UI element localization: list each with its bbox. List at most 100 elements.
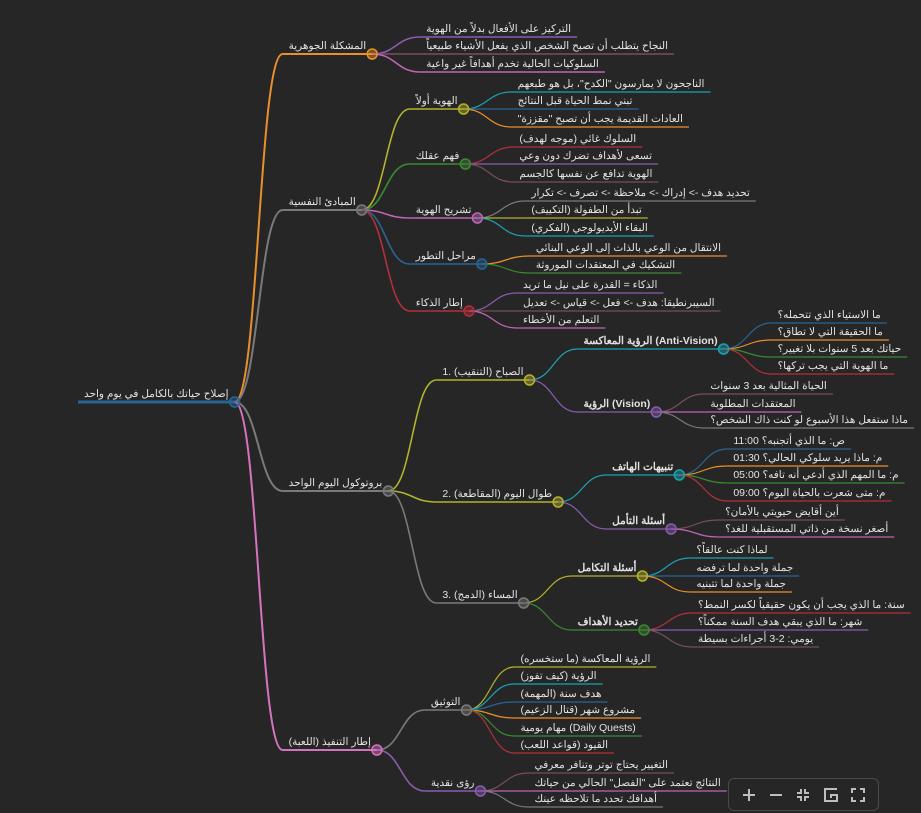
mindmap-leaf-node[interactable]: أصغر نسخة من ذاتي المستقبلية للغد؟ (719, 521, 895, 538)
collapse-toggle[interactable] (636, 570, 649, 582)
mindmap-branch-node[interactable]: الرؤية (Vision) (577, 398, 663, 418)
collapse-toggle[interactable] (228, 396, 241, 408)
collapse-toggle[interactable] (463, 305, 475, 317)
mindmap-leaf-node[interactable]: الذكاء = القدرة على نيل ما تريد (516, 279, 664, 294)
mindmap-leaf-node[interactable]: حياتك بعد 5 سنوات بلا تغيير؟ (771, 343, 908, 358)
mindmap-leaf-node[interactable]: شهر: ما الذي يبقي هدف السنة ممكناً؟ (691, 613, 869, 631)
mindmap-leaf-node[interactable]: القيود (قواعد اللعب) (514, 739, 615, 754)
mindmap-branch-node[interactable]: الهوية أولاً (409, 92, 470, 115)
collapse-toggle[interactable] (474, 785, 487, 797)
node-link (656, 411, 705, 429)
node-link (468, 292, 517, 312)
node-label: إطار التنفيذ (اللعبة) (289, 736, 371, 748)
mindmap-leaf-node[interactable]: السلوكيات الحالية تخدم أهدافاً غير واعية (420, 55, 605, 73)
mindmap-branch-node[interactable]: الرؤية المعاكسة (Anti-Vision) (577, 335, 730, 355)
mindmap-leaf-node[interactable]: جملة واحدة لما تتبنيه (690, 578, 793, 593)
mindmap-leaf-node[interactable]: 05:00 م: ما المهم الذي أدعي أنه تافه؟ (727, 467, 905, 484)
mindmap-leaf-node[interactable]: ما الاستياء الذي تتحمله؟ (771, 309, 887, 324)
mindmap-branch-node[interactable]: إطار الذكاء (409, 297, 475, 317)
mindmap-branch-node[interactable]: 3. المساء (الدمج) (436, 589, 530, 609)
mindmap-leaf-node[interactable]: مهام يومية (Daily Quests) (514, 722, 642, 737)
mindmap-branch-node[interactable]: مراحل التطور (409, 250, 488, 270)
mindmap-leaf-node[interactable]: الانتقال من الوعي بالذات إلى الوعي البنا… (529, 242, 728, 257)
node-link (388, 490, 437, 503)
mindmap-leaf-node[interactable]: النتائج تعتمد على "الفصل" الحالي من حيات… (528, 777, 727, 792)
mindmap-leaf-node[interactable]: "العادات القديمة يجب أن تصبح "مقززة (511, 111, 689, 128)
mindmap-branch-node[interactable]: رؤى نقدية (424, 777, 487, 797)
mindmap-branch-node[interactable]: التوثيق (424, 696, 473, 716)
mindmap-leaf-node[interactable]: التركيز على الأفعال بدلاً من الهوية (420, 20, 578, 38)
mindmap-leaf-node[interactable]: مشروع شهر (قتال الزعيم) (514, 704, 642, 719)
mindmap-leaf-node[interactable]: الرؤية (كيف تفوز) (514, 670, 603, 685)
mindmap-leaf-node[interactable]: الهوية تدافع عن نفسها كالجسم (513, 168, 659, 183)
mindmap-branch-node[interactable]: تنبيهات الهاتف (606, 461, 686, 481)
mindmap-leaf-node[interactable]: 01:30 م: ماذا يريد سلوكي الحالي؟ (727, 452, 889, 467)
mindmap-branch-node[interactable]: بروتوكول اليوم الواحد (282, 477, 395, 497)
node-label: تحديد الأهداف (578, 614, 638, 628)
mindmap-leaf-node[interactable]: تبني نمط الحياة قبل النتائج (511, 95, 639, 110)
mindmap-leaf-node[interactable]: البقاء الأيديولوجي (الفكري) (525, 220, 654, 237)
zoom-in-button[interactable] (738, 784, 760, 806)
mindmap-branch-node[interactable]: إطار التنفيذ (اللعبة) (282, 736, 383, 756)
mindmap-leaf-node[interactable]: أهدافك تحدد ما تلاحظه عينك (528, 791, 663, 808)
mindmap-leaf-node[interactable]: سنة: ما الذي يجب أن يكون حقيقياً لكسر ال… (691, 596, 911, 614)
mindmap-leaf-node[interactable]: النجاح يتطلب أن تصبح الشخص الذي يفعل الأ… (420, 37, 675, 55)
mindmap-branch-node[interactable]: 1. الصباح (التنقيب) (436, 366, 536, 386)
collapse-toggle[interactable] (356, 204, 368, 216)
mindmap-leaf-node[interactable]: أين أقايض حيويتي بالأمان؟ (719, 504, 845, 521)
mindmap-leaf-node[interactable]: يومي: 2-3 أجراءات بسيطة (691, 631, 820, 648)
collapse-toggle[interactable] (552, 496, 564, 508)
collapse-toggle[interactable] (382, 485, 395, 497)
mindmap-branch-node[interactable]: تحديد الأهداف (571, 614, 650, 636)
mindmap-branch-node[interactable]: أسئلة التأمل (606, 513, 677, 535)
mindmap-branch-node[interactable]: تشريح الهوية (409, 204, 484, 224)
mindmap-branch-node[interactable]: فهم عقلك (409, 150, 472, 170)
mindmap-leaf-node[interactable]: السيبرنطيقا: هدف -> فعل -> قياس -> تعديل (516, 297, 721, 312)
collapse-toggle[interactable] (638, 624, 650, 636)
fit-view-button[interactable] (792, 784, 814, 806)
mindmap-leaf-node[interactable]: الرؤية المعاكسة (ما ستخسره) (514, 653, 657, 668)
mindmap-leaf-node[interactable]: تبدأ من الطفولة (التكييف) (525, 202, 648, 219)
mindmap-leaf-node[interactable]: هدف سنة (المهمة) (514, 688, 608, 703)
zoom-out-button[interactable] (765, 784, 787, 806)
mindmap-leaf-node[interactable]: ما الهوية التي يجب تركها؟ (771, 360, 895, 375)
collapse-toggle[interactable] (366, 48, 378, 60)
mindmap-leaf-node[interactable]: ماذا ستفعل هذا الأسبوع لو كنت ذاك الشخص؟ (704, 412, 915, 429)
mindmap-branch-node[interactable]: أسئلة التكامل (571, 560, 649, 582)
fullscreen-button[interactable] (847, 784, 869, 806)
collapse-toggle[interactable] (471, 212, 484, 224)
mindmap-branch-node[interactable]: 2. طوال اليوم (المقاطعة) (436, 488, 564, 508)
markmap-logo-button[interactable] (820, 784, 842, 806)
mindmap-branch-node[interactable]: المبادئ النفسية (282, 196, 368, 216)
collapse-toggle[interactable] (650, 406, 663, 418)
mindmap-leaf-node[interactable]: التعلم من الأخطاء (516, 312, 606, 329)
collapse-toggle[interactable] (459, 158, 472, 170)
mindmap-leaf-node[interactable]: التشكيك في المعتقدات الموروثة (529, 259, 682, 274)
node-link (234, 401, 284, 751)
mindmap-leaf-node[interactable]: تسعى لأهداف تضرك دون وعي (513, 148, 659, 165)
collapse-toggle[interactable] (371, 744, 383, 756)
node-label: التركيز على الأفعال بدلاً من الهوية (426, 20, 571, 35)
mindmap-leaf-node[interactable]: جملة واحدة لما ترفضه (690, 562, 800, 577)
collapse-toggle[interactable] (717, 343, 730, 355)
mindmap-leaf-node[interactable]: تحديد هدف -> إدراك -> ملاحظة -> تصرف -> … (525, 187, 756, 202)
mindmap-branch-node[interactable]: المشكلة الجوهرية (282, 40, 378, 60)
mindmap-leaf-node[interactable]: لماذا كنت عالقاً؟ (690, 541, 774, 559)
collapse-toggle[interactable] (517, 597, 530, 609)
collapse-toggle[interactable] (673, 469, 686, 481)
mindmap-leaf-node[interactable]: الناجحون لا يمارسون "الكدح"، بل هو طبعهم (511, 78, 711, 93)
collapse-toggle[interactable] (523, 374, 536, 386)
mindmap-leaf-node[interactable]: الحياة المثالية بعد 3 سنوات (704, 380, 833, 395)
mindmap-leaf-node[interactable]: التغيير يحتاج توتر وتنافر معرفي (528, 759, 674, 774)
mindmap-root-node[interactable]: إصلاح حياتك بالكامل في يوم واحد (78, 388, 241, 408)
collapse-toggle[interactable] (476, 258, 488, 270)
collapse-toggle[interactable] (665, 523, 677, 535)
mindmap-leaf-node[interactable]: المعتقدات المطلوبة (704, 398, 802, 413)
mindmap-leaf-node[interactable]: 11:00 ص: ما الذي أتجنبه؟ (727, 433, 851, 450)
mindmap-leaf-node[interactable]: ما الحقيقة التي لا تطاق؟ (771, 326, 889, 341)
mindmap-leaf-node[interactable]: السلوك غائي (موجه لهدف) (513, 133, 643, 148)
collapse-toggle[interactable] (460, 704, 473, 716)
mindmap-leaf-node[interactable]: 09:00 م: متى شعرت بالحياة اليوم؟ (727, 487, 892, 502)
collapse-toggle[interactable] (457, 103, 470, 115)
